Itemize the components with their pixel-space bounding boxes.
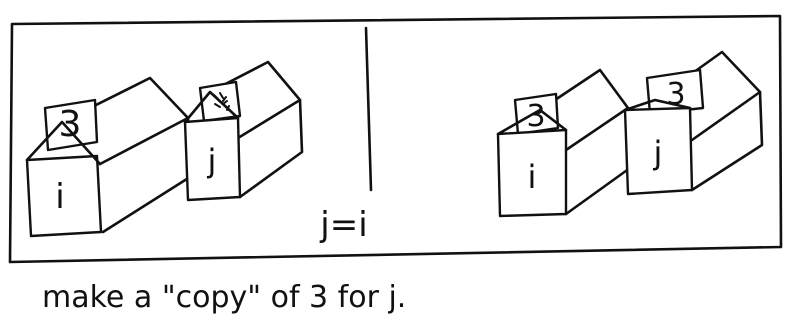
box-i-after: 3 i xyxy=(496,68,632,218)
box-j-after: 3 j xyxy=(623,50,764,196)
assignment-statement: j=i xyxy=(319,205,367,245)
label-i-right: i xyxy=(528,158,537,196)
box-i-before: 3 i xyxy=(25,76,192,238)
card-3-left xyxy=(43,98,99,152)
label-i-left: i xyxy=(55,177,64,217)
box-i-front-right xyxy=(496,128,568,218)
card-value-left-i: 3 xyxy=(59,104,82,145)
box-i-front-left xyxy=(25,154,103,238)
panel-frame xyxy=(8,14,783,264)
label-j-left: j xyxy=(207,142,217,180)
card-value-right-i: 3 xyxy=(526,99,545,134)
box-j-before: j xyxy=(183,60,304,202)
panel-divider xyxy=(364,26,373,192)
box-j-front-right xyxy=(623,106,694,196)
label-j-right: j xyxy=(653,134,663,172)
caption: make a "copy" of 3 for j. xyxy=(42,280,406,315)
box-j-front-left xyxy=(183,116,242,202)
